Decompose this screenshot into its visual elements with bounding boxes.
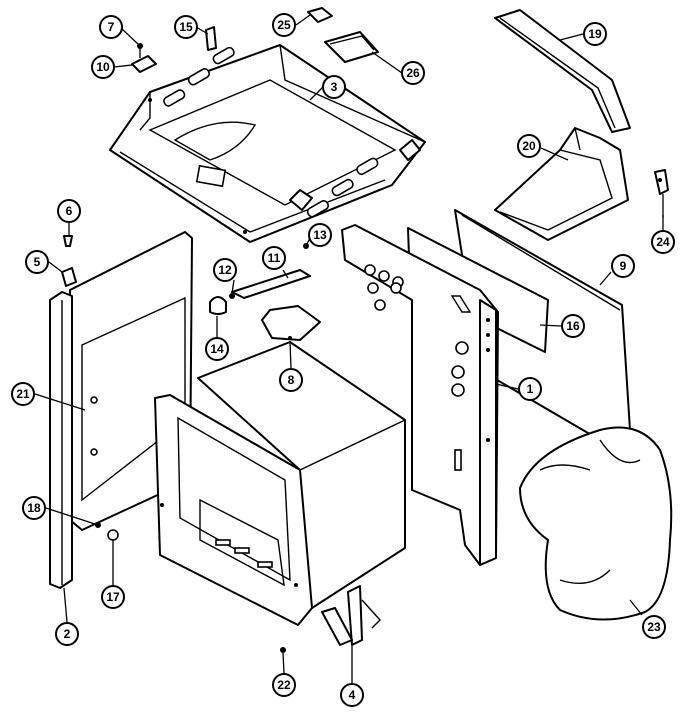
callout-22: 22 <box>272 673 296 697</box>
callout-7: 7 <box>99 15 123 39</box>
svg-text:22: 22 <box>277 678 291 692</box>
callout-17: 17 <box>101 585 125 609</box>
callout-4: 4 <box>340 683 364 707</box>
callout-8: 8 <box>279 368 303 392</box>
svg-text:6: 6 <box>66 204 73 218</box>
callout-25: 25 <box>272 13 296 37</box>
svg-text:14: 14 <box>210 342 224 356</box>
svg-text:7: 7 <box>108 20 115 34</box>
callout-12: 12 <box>213 258 237 282</box>
svg-text:1: 1 <box>527 382 534 396</box>
svg-text:15: 15 <box>179 20 193 34</box>
svg-text:13: 13 <box>313 228 327 242</box>
svg-text:24: 24 <box>656 235 670 249</box>
callout-6: 6 <box>57 199 81 223</box>
callout-3: 3 <box>322 75 346 99</box>
callout-24: 24 <box>651 230 675 254</box>
callout-20: 20 <box>517 134 541 158</box>
callout-13: 13 <box>308 223 332 247</box>
svg-text:26: 26 <box>406 66 420 80</box>
svg-text:10: 10 <box>96 60 110 74</box>
svg-text:17: 17 <box>106 590 120 604</box>
callout-26: 26 <box>401 61 425 85</box>
callout-23: 23 <box>642 615 666 639</box>
svg-text:25: 25 <box>277 18 291 32</box>
svg-text:8: 8 <box>288 373 295 387</box>
svg-text:3: 3 <box>331 80 338 94</box>
vent-duct-part <box>494 9 631 241</box>
callout-11: 11 <box>262 246 286 270</box>
svg-text:5: 5 <box>34 255 41 269</box>
left-trim-part <box>49 267 77 589</box>
small-top-parts <box>131 7 379 73</box>
callout-19: 19 <box>583 22 607 46</box>
switch-part <box>654 169 669 218</box>
callout-15: 15 <box>174 15 198 39</box>
callout-9: 9 <box>611 254 635 278</box>
callout-14: 14 <box>205 337 229 361</box>
svg-text:12: 12 <box>218 263 232 277</box>
svg-text:9: 9 <box>620 259 627 273</box>
callout-5: 5 <box>25 250 49 274</box>
callout-10: 10 <box>91 55 115 79</box>
svg-text:23: 23 <box>647 620 661 634</box>
bag-part <box>519 426 673 621</box>
svg-text:20: 20 <box>522 139 536 153</box>
svg-text:21: 21 <box>16 387 30 401</box>
svg-text:16: 16 <box>566 319 580 333</box>
top-frame-part <box>109 44 426 243</box>
svg-text:18: 18 <box>27 501 41 515</box>
callout-18: 18 <box>22 496 46 520</box>
callout-1: 1 <box>518 377 542 401</box>
svg-text:19: 19 <box>588 27 602 41</box>
oven-box-part <box>154 341 406 626</box>
callout-16: 16 <box>561 314 585 338</box>
hinge-part <box>280 585 381 653</box>
callout-2: 2 <box>55 622 79 646</box>
small-mid-parts <box>63 235 321 541</box>
svg-text:2: 2 <box>64 627 71 641</box>
side-panel-part <box>341 224 499 566</box>
svg-text:4: 4 <box>349 688 356 702</box>
callout-21: 21 <box>11 382 35 406</box>
svg-text:11: 11 <box>268 251 281 265</box>
